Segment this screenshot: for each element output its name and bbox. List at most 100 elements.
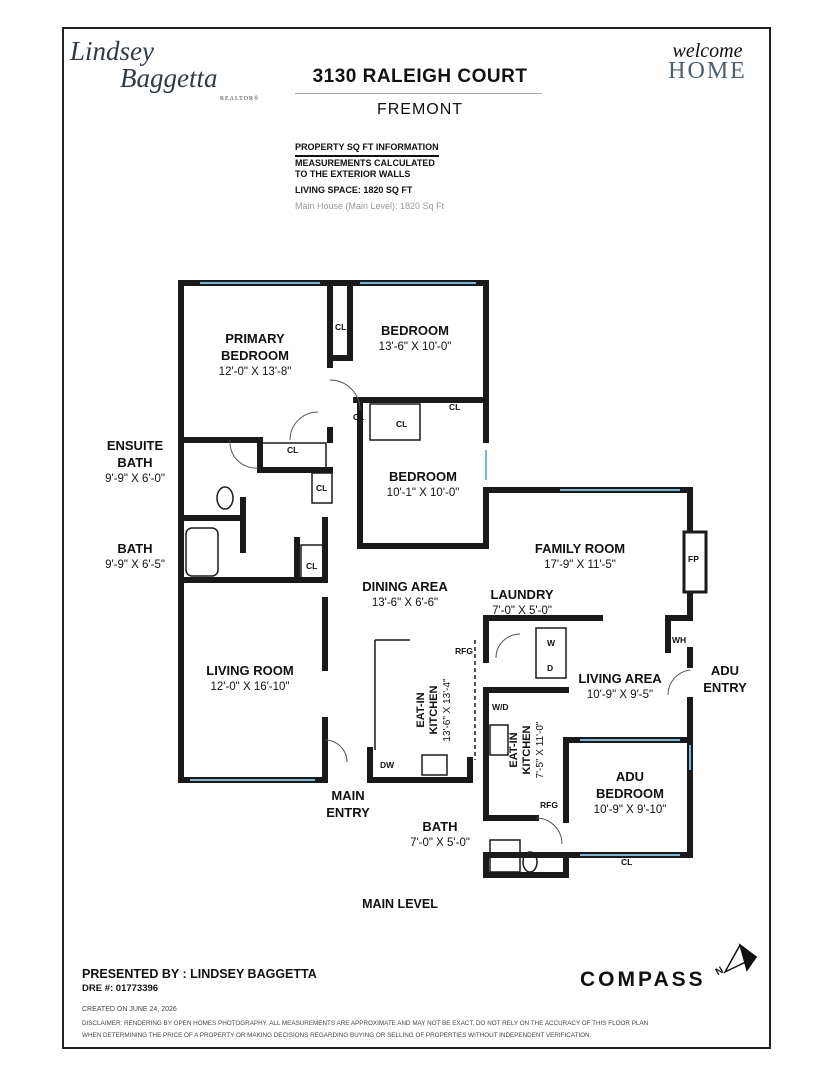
room-name: BATH (422, 819, 458, 834)
room-name: EAT-IN (508, 732, 520, 768)
room-name: BEDROOM (596, 786, 664, 801)
wall (357, 397, 489, 549)
door-swing (289, 411, 319, 441)
fridge-label: RFG (455, 646, 473, 656)
room-eat-in-kitchen: EAT-IN KITCHEN 13'-6" X 13'-4" (415, 665, 455, 755)
info-line1: MEASUREMENTS CALCULATED (295, 158, 435, 168)
room-name: EAT-IN (415, 692, 427, 728)
wall (483, 487, 693, 533)
room-ensuite-bath: ENSUITE BATH 9'-9" X 6'-0" (85, 437, 185, 488)
room-dims: 9'-9" X 6'-5" (105, 559, 165, 571)
door-swing (535, 817, 563, 845)
closet-label: CL (335, 322, 347, 332)
disclaimer-line1: DISCLAIMER: RENDERING BY OPEN HOMES PHOT… (82, 1020, 649, 1027)
room-dims: 10'-9" X 9'-5" (586, 689, 654, 701)
room-bedroom-1: BEDROOM 13'-6" X 10'-0" (360, 322, 470, 356)
info-heading: PROPERTY SQ FT INFORMATION (295, 142, 439, 157)
closet (311, 472, 333, 504)
room-adu-bath: BATH 7'-0" X 5'-0" (395, 818, 485, 852)
disclaimer: DISCLAIMER: RENDERING BY OPEN HOMES PHOT… (82, 1018, 752, 1042)
page-frame (62, 27, 771, 1049)
closet-label: CL (353, 412, 365, 422)
closet-label: CL (449, 402, 461, 412)
room-dims: 7'-5" X 11'-0" (535, 721, 546, 779)
dre-number: DRE #: 01773396 (82, 983, 159, 994)
room-bedroom-2: BEDROOM 10'-1" X 10'-0" (368, 468, 478, 502)
room-adu-bedroom: ADU BEDROOM 10'-9" X 9'-10" (580, 768, 680, 819)
door-swing (495, 633, 521, 659)
door-swing (229, 439, 259, 469)
info-line2: TO THE EXTERIOR WALLS (295, 169, 411, 179)
logo-line1: Lindsey (70, 36, 154, 66)
city-subtitle: FREMONT (376, 101, 464, 118)
label-adu-entry: ADU ENTRY (700, 662, 750, 696)
room-dims: 9'-9" X 6'-0" (105, 473, 165, 485)
room-name: LIVING ROOM (206, 663, 294, 678)
closet (369, 403, 421, 441)
room-name: ENSUITE (106, 438, 164, 453)
shower (489, 839, 521, 873)
compass-logo: COMPASS (580, 968, 706, 991)
level-label: MAIN LEVEL (362, 897, 438, 911)
fireplace-label: FP (688, 554, 699, 564)
room-name: PRIMARY (225, 331, 285, 346)
room-name: ENTRY (326, 805, 370, 820)
door-swing (667, 669, 691, 696)
wall (327, 280, 353, 361)
label-main-entry: MAIN ENTRY (318, 787, 378, 821)
room-dims: 10'-9" X 9'-10" (593, 804, 667, 816)
room-laundry: LAUNDRY 7'-0" X 5'-0" (472, 586, 572, 620)
created-date: CREATED ON JUNE 24, 2026 (82, 1006, 177, 1013)
north-arrow (723, 943, 758, 974)
room-dining-area: DINING AREA 13'-6" X 6'-6" (350, 578, 460, 612)
room-bath: BATH 9'-9" X 6'-5" (85, 540, 185, 574)
room-living-area: LIVING AREA 10'-9" X 9'-5" (570, 670, 670, 704)
door-swing (324, 739, 348, 763)
room-name: LIVING AREA (578, 671, 662, 686)
room-name: BEDROOM (221, 348, 289, 363)
welcome-home-logo: welcome HOME (655, 40, 760, 84)
stove (489, 724, 509, 756)
room-dims: 12'-0" X 13'-8" (218, 366, 292, 378)
room-dims: 7'-0" X 5'-0" (410, 837, 470, 849)
toilet (522, 851, 538, 873)
room-name: ADU (710, 663, 740, 678)
toilet (216, 486, 234, 510)
door-swing (329, 379, 361, 411)
logo-line2: Baggetta (120, 63, 218, 93)
address-title: 3130 RALEIGH COURT (312, 66, 528, 87)
wall (665, 615, 693, 653)
wall (483, 852, 569, 878)
room-name: ADU (615, 769, 645, 784)
washer-label: W (547, 638, 556, 648)
room-living-room: LIVING ROOM 12'-0" X 16'-10" (190, 662, 310, 696)
info-main-house: Main House (Main Level): 1820 Sq Ft (295, 201, 445, 211)
room-name: FAMILY ROOM (534, 541, 626, 556)
room-dims: 13'-6" X 13'-4" (442, 678, 453, 742)
closet-label: CL (287, 445, 299, 455)
room-adu-kitchen: EAT-IN KITCHEN 7'-5" X 11'-0" (508, 710, 548, 790)
presented-by: PRESENTED BY : LINDSEY BAGGETTA (82, 967, 317, 981)
washer-dryer-label: W/D (492, 702, 509, 712)
room-name: DINING AREA (362, 579, 448, 594)
dishwasher-label: DW (380, 760, 395, 770)
room-family-room: FAMILY ROOM 17'-9" X 11'-5" (520, 540, 640, 574)
room-dims: 13'-6" X 10'-0" (378, 341, 452, 353)
room-name: KITCHEN (521, 725, 533, 775)
room-name: MAIN (331, 788, 365, 803)
room-name: ENTRY (703, 680, 747, 695)
closet-label: CL (396, 419, 408, 429)
wall (257, 437, 333, 473)
info-living-space: LIVING SPACE: 1820 SQ FT (295, 185, 413, 195)
room-dims: 13'-6" X 6'-6" (371, 597, 439, 609)
welcome-home: HOME (668, 58, 747, 84)
closet (300, 544, 324, 579)
room-dims: 17'-9" X 11'-5" (544, 559, 616, 571)
closet (261, 442, 327, 469)
sink (421, 754, 448, 776)
fridge-label: RFG (540, 800, 558, 810)
wall (483, 687, 539, 821)
welcome-script: welcome (672, 40, 743, 62)
room-name: BEDROOM (381, 323, 449, 338)
